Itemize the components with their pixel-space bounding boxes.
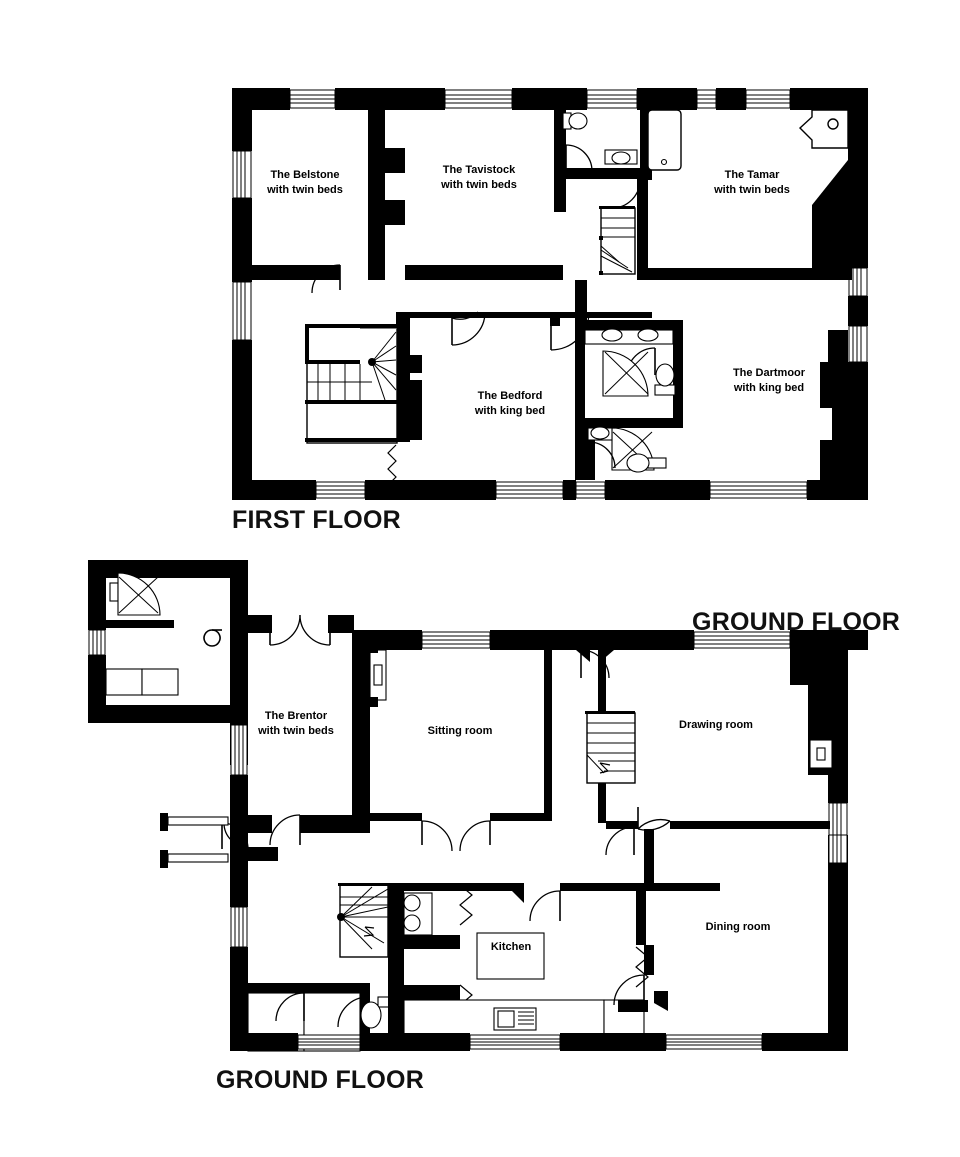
ground-floor-mid-walls — [370, 630, 848, 857]
staircase-upper — [599, 206, 636, 275]
room-sub-dartmoor: with king bed — [733, 382, 804, 394]
window-glazing-bottom — [315, 481, 808, 499]
staircase-hall — [585, 711, 636, 784]
room-label-kitchen: Kitchen — [491, 941, 532, 953]
room-sub-belstone: with twin beds — [266, 184, 343, 196]
bath-fixture-1 — [647, 109, 682, 171]
shower-quadrant-wing — [117, 572, 161, 616]
room-label-tamar: The Tamar — [725, 169, 781, 181]
room-sub-bedford: with king bed — [474, 405, 545, 417]
drawing-room-fireplace — [809, 739, 833, 769]
kitchen-counter — [403, 999, 645, 1039]
room-label-brentor: The Brentor — [265, 710, 328, 722]
first-floor-plan: The Belstone with twin beds The Tavistoc… — [232, 88, 868, 534]
first-floor-room-labels: The Belstone with twin beds The Tavistoc… — [266, 164, 806, 417]
first-floor-internal-walls — [252, 108, 852, 494]
window-glazing-wing-left — [88, 629, 106, 656]
first-floor-title: FIRST FLOOR — [232, 506, 401, 534]
room-label-tavistock: The Tavistock — [443, 164, 516, 176]
room-sub-brentor: with twin beds — [257, 725, 334, 737]
ground-floor-room-labels: The Brentor with twin beds Sitting room … — [257, 710, 770, 953]
room-label-belstone: The Belstone — [270, 169, 339, 181]
room-sub-tamar: with twin beds — [713, 184, 790, 196]
window-glazing-top — [289, 89, 791, 109]
basin-fixture-2 — [587, 426, 613, 441]
basin-fixture-1 — [604, 149, 638, 165]
room-label-drawing-room: Drawing room — [679, 719, 753, 731]
ground-floor-left-wing — [88, 560, 354, 847]
ground-floor-title: GROUND FLOOR — [216, 1066, 424, 1094]
room-label-dining-room: Dining room — [706, 921, 771, 933]
window-glazing-left — [232, 150, 252, 341]
window-glazing-dining-right — [828, 834, 848, 864]
window-glazing-right — [848, 267, 868, 363]
room-label-bedford: The Bedford — [478, 390, 543, 402]
wc-fixture-3 — [626, 453, 667, 473]
room-label-dartmoor: The Dartmoor — [733, 367, 806, 379]
room-sub-tavistock: with twin beds — [440, 179, 517, 191]
first-floor-outer-walls — [232, 88, 868, 500]
kitchen-island — [476, 932, 545, 980]
ground-floor-kitchen-dining — [230, 826, 848, 1051]
window-glazing-ground-top — [421, 631, 791, 649]
wc-fixture-2 — [654, 363, 676, 396]
room-label-sitting-room: Sitting room — [428, 725, 493, 737]
wing-counter — [105, 668, 179, 696]
fireplace-sitting — [366, 643, 387, 707]
staircase-main-first — [305, 324, 398, 444]
window-glazing-hall-left — [230, 906, 248, 948]
window-glazing-brentor-left — [230, 724, 248, 776]
staircase-kitchen — [337, 883, 389, 958]
twin-basins — [584, 328, 674, 345]
ground-floor-plan: GROUND FLOOR — [88, 560, 900, 1094]
shower-quadrant-1 — [602, 350, 649, 397]
wing-fitting — [203, 629, 222, 647]
external-door-marks — [160, 813, 229, 868]
window-glazing-drawing-right — [828, 802, 848, 836]
ground-floor-brentor-walls — [248, 630, 387, 846]
window-glazing-ground-bottom — [297, 1034, 763, 1050]
wc-fixture-1 — [562, 112, 588, 130]
hob-fixture — [403, 892, 433, 936]
